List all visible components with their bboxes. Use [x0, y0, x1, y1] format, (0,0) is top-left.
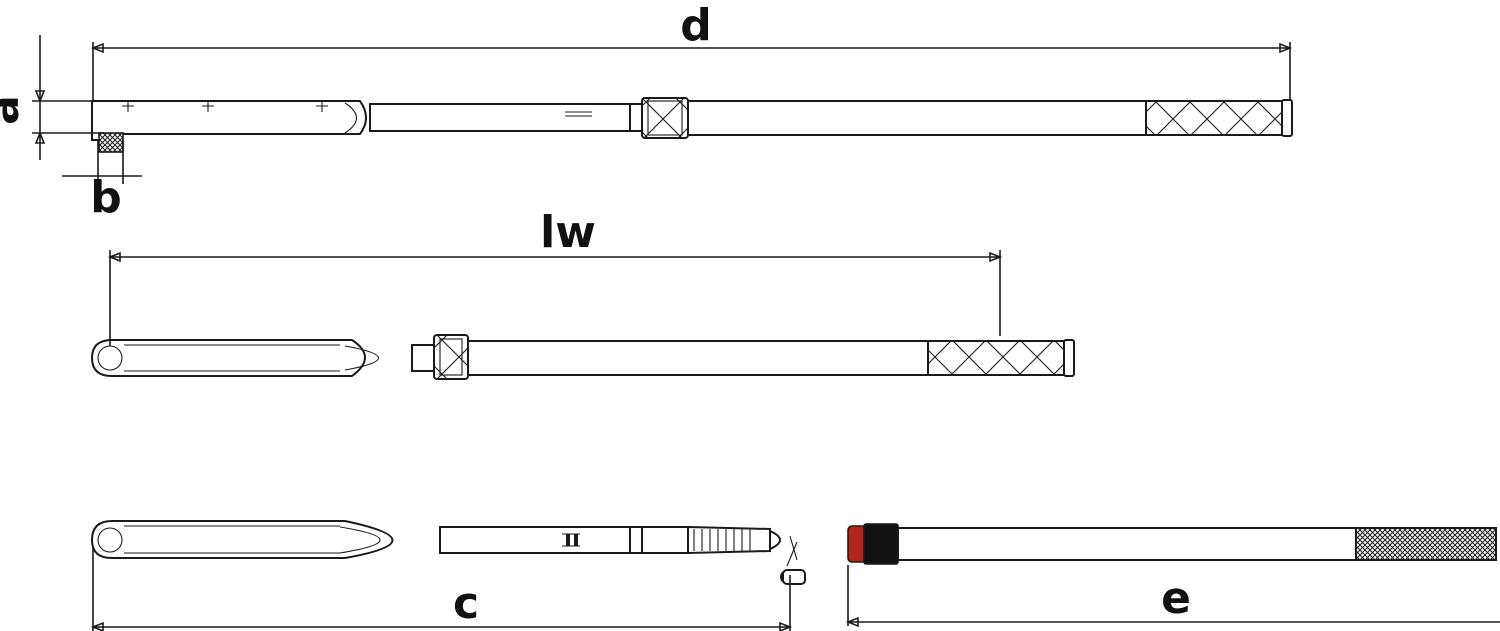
black-collar [863, 523, 899, 565]
wrench-top [91, 97, 1293, 153]
label-lw: lw [540, 207, 596, 258]
adjustment-ring [433, 334, 469, 380]
label-c: c [453, 578, 479, 629]
wrench-bottom-left [90, 520, 806, 585]
label-e: e [1161, 573, 1191, 624]
knurled-grip [1355, 527, 1497, 561]
label-a: a [0, 95, 29, 125]
dimension-a: a [0, 35, 104, 160]
label-b: b [90, 172, 122, 223]
grip-crosshatch [927, 340, 1065, 376]
wrench-middle [90, 334, 1075, 380]
extension-handle [847, 523, 1497, 565]
square-drive [98, 132, 124, 153]
dimension-e: e [845, 565, 1500, 628]
dimension-d: d [90, 0, 1293, 100]
label-d: d [680, 0, 712, 51]
dimension-b: b [62, 140, 142, 223]
grip-crosshatch [1145, 100, 1283, 136]
grip-ribs [693, 529, 751, 551]
head-markers [122, 100, 328, 112]
dimension-c: c [90, 548, 793, 631]
adjustment-ring [641, 97, 689, 139]
dimension-lw: lw [107, 207, 1003, 346]
